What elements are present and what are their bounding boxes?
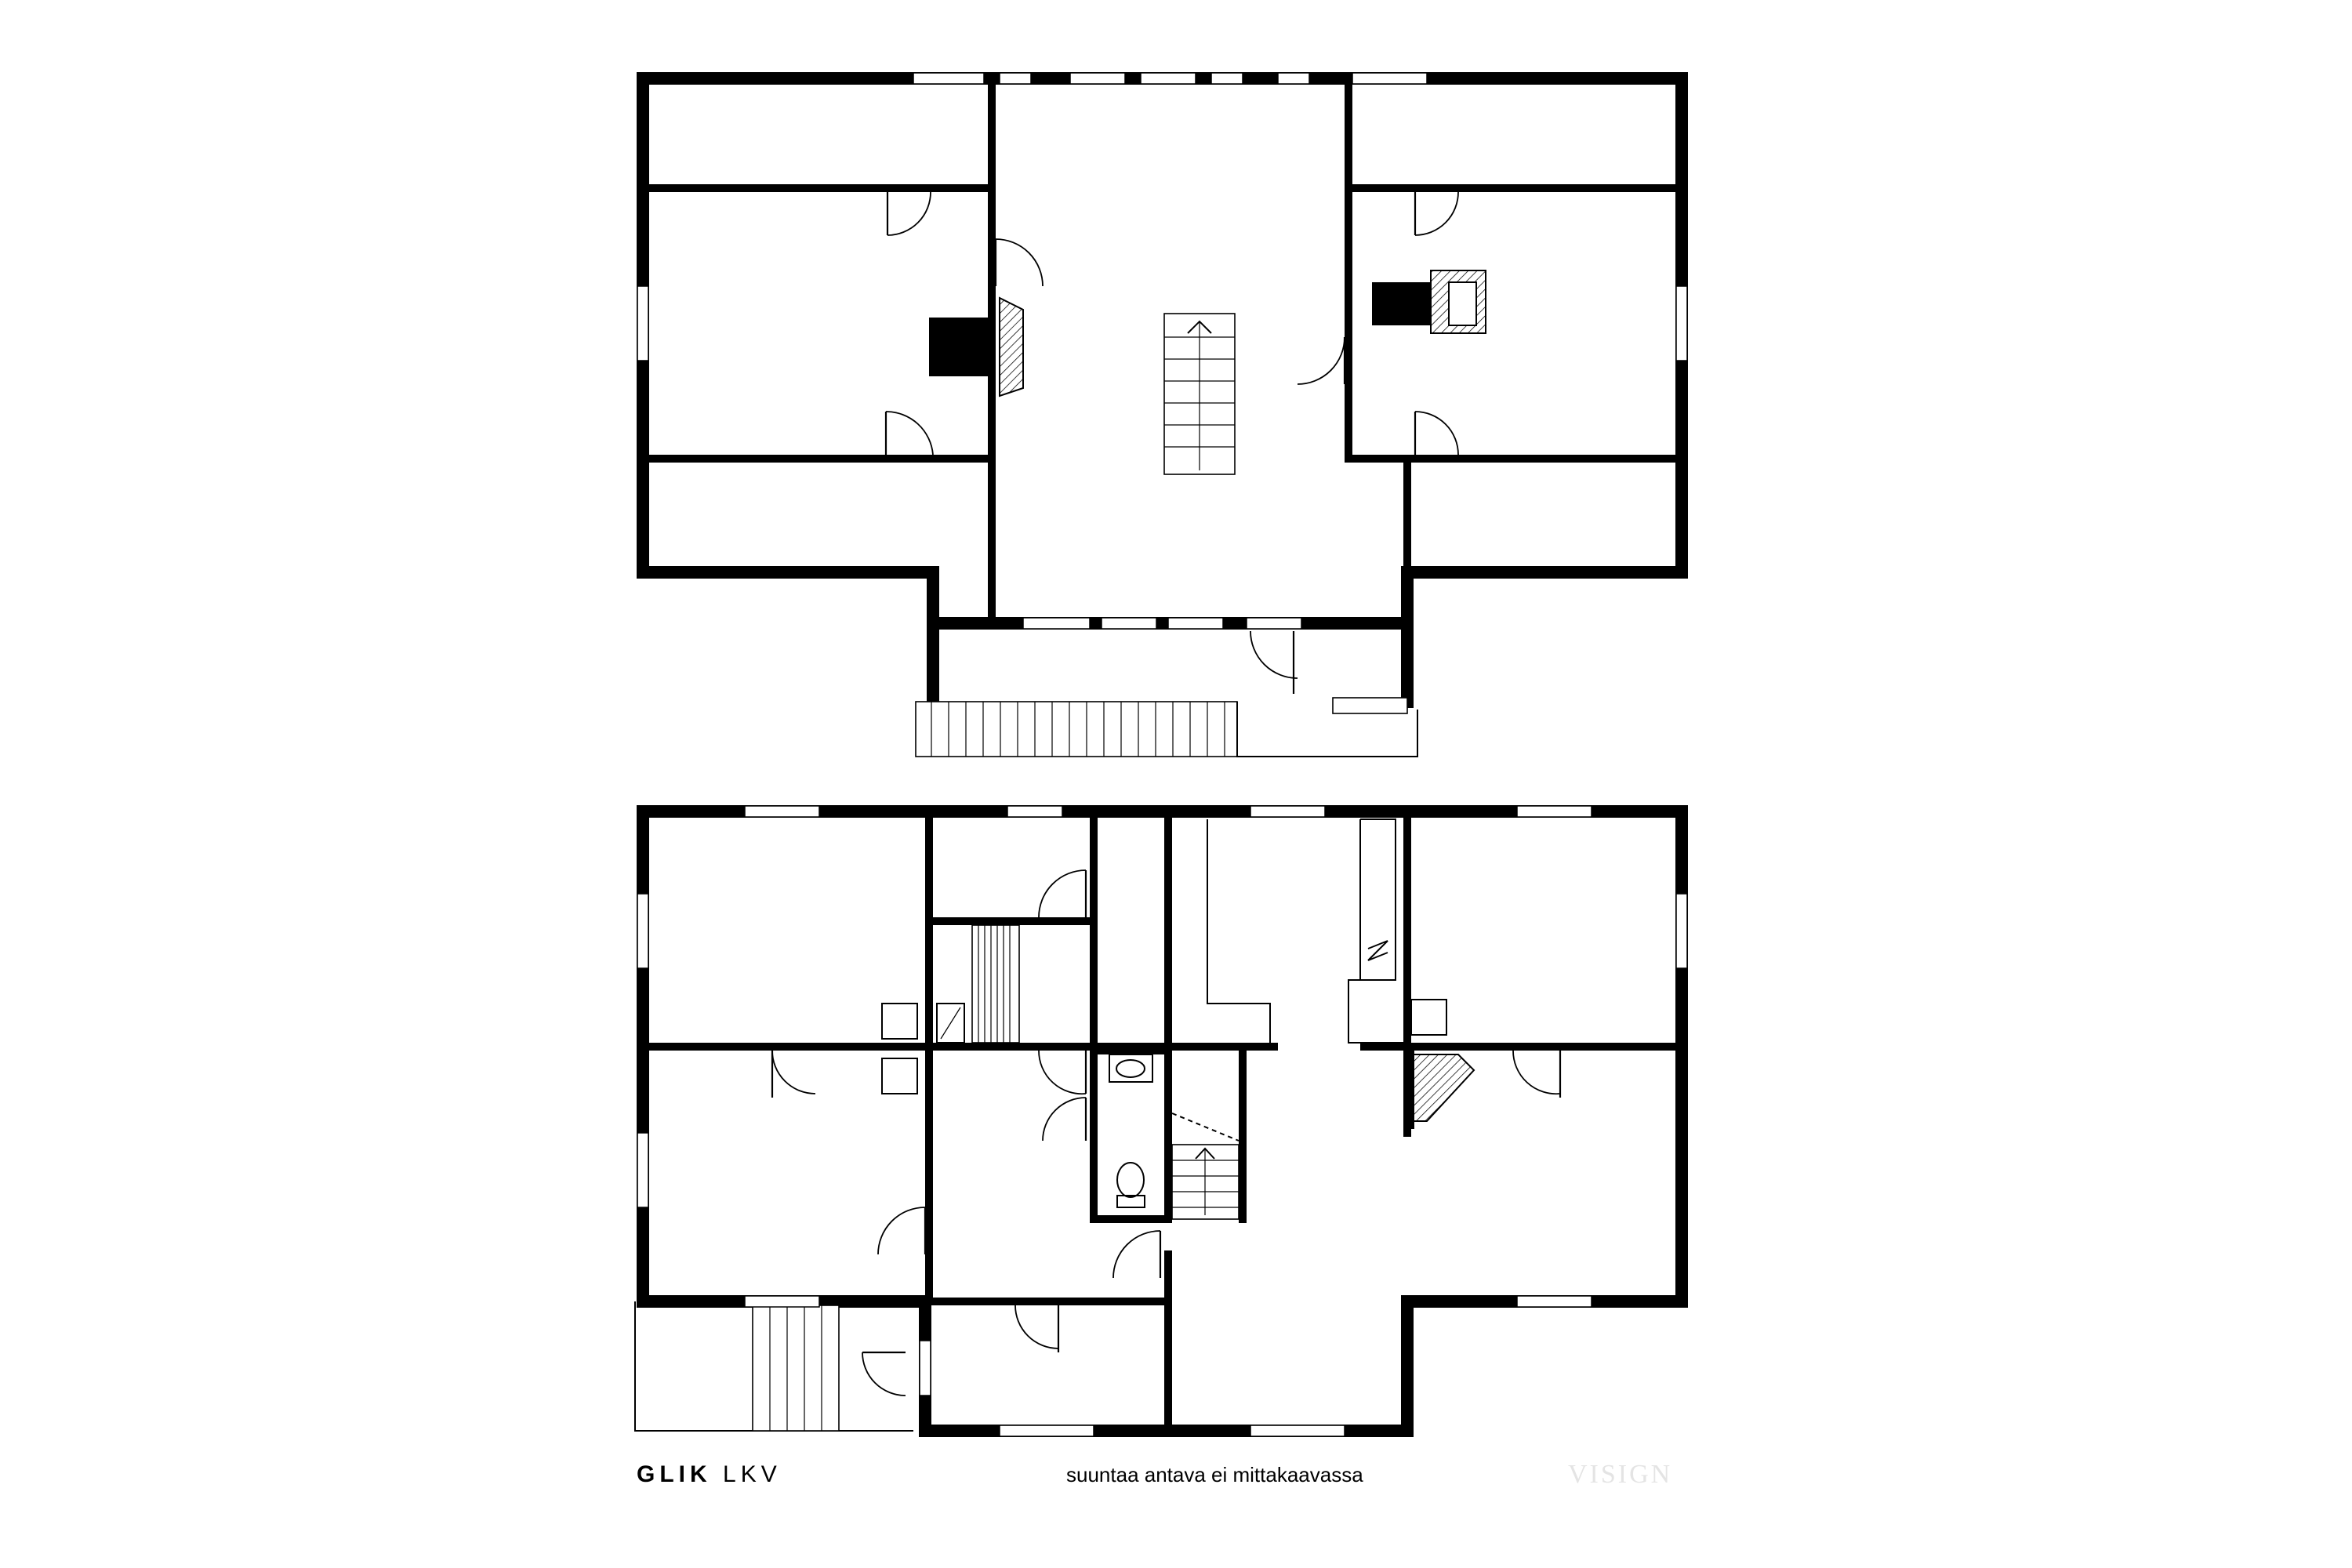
upper-staircase (1163, 313, 1236, 475)
brand-bold: GLIK (637, 1461, 712, 1487)
ground-fireplace (1410, 1054, 1475, 1122)
ground-doors (771, 869, 1562, 1352)
sauna-bench (971, 924, 1020, 1044)
kitchen-counter (1360, 818, 1396, 981)
sauna-stove (936, 1003, 965, 1044)
upper-floor (637, 72, 1688, 757)
toilet (1116, 1162, 1145, 1198)
ground-exterior-wall (637, 805, 1688, 1437)
ground-interior-walls (639, 808, 1686, 1435)
entrance-steps (752, 1305, 840, 1432)
stove-symbol (1367, 940, 1388, 961)
cabinet (1410, 999, 1447, 1036)
ground-windows (637, 805, 1688, 1437)
ground-floor (634, 805, 1688, 1437)
upper-fireplace-right-inner (1448, 281, 1477, 326)
upper-fireplace-left-hearth (999, 296, 1024, 397)
upper-fireplace-right (1372, 282, 1431, 325)
toilet-room (1090, 1047, 1172, 1223)
hall-counter (1207, 819, 1407, 1047)
upper-interior-walls (639, 74, 1686, 627)
sink (1109, 1054, 1153, 1083)
entrance-door (862, 1352, 906, 1396)
ground-staircase (1171, 1112, 1240, 1220)
brand-light: LKV (723, 1461, 782, 1487)
cabinet (881, 1058, 918, 1094)
porch-steps (915, 697, 1418, 757)
upper-fireplace-left (929, 318, 993, 376)
porch-wall (927, 617, 1414, 708)
scale-note: suuntaa antava ei mittakaavassa (1066, 1463, 1363, 1486)
upper-exterior-wall (637, 72, 1688, 630)
cabinet (881, 1003, 918, 1040)
watermark: VISIGN (1568, 1460, 1673, 1489)
upper-windows (637, 72, 1688, 630)
upper-doors (884, 191, 1459, 694)
brand-logo: GLIK LKV (637, 1461, 782, 1488)
